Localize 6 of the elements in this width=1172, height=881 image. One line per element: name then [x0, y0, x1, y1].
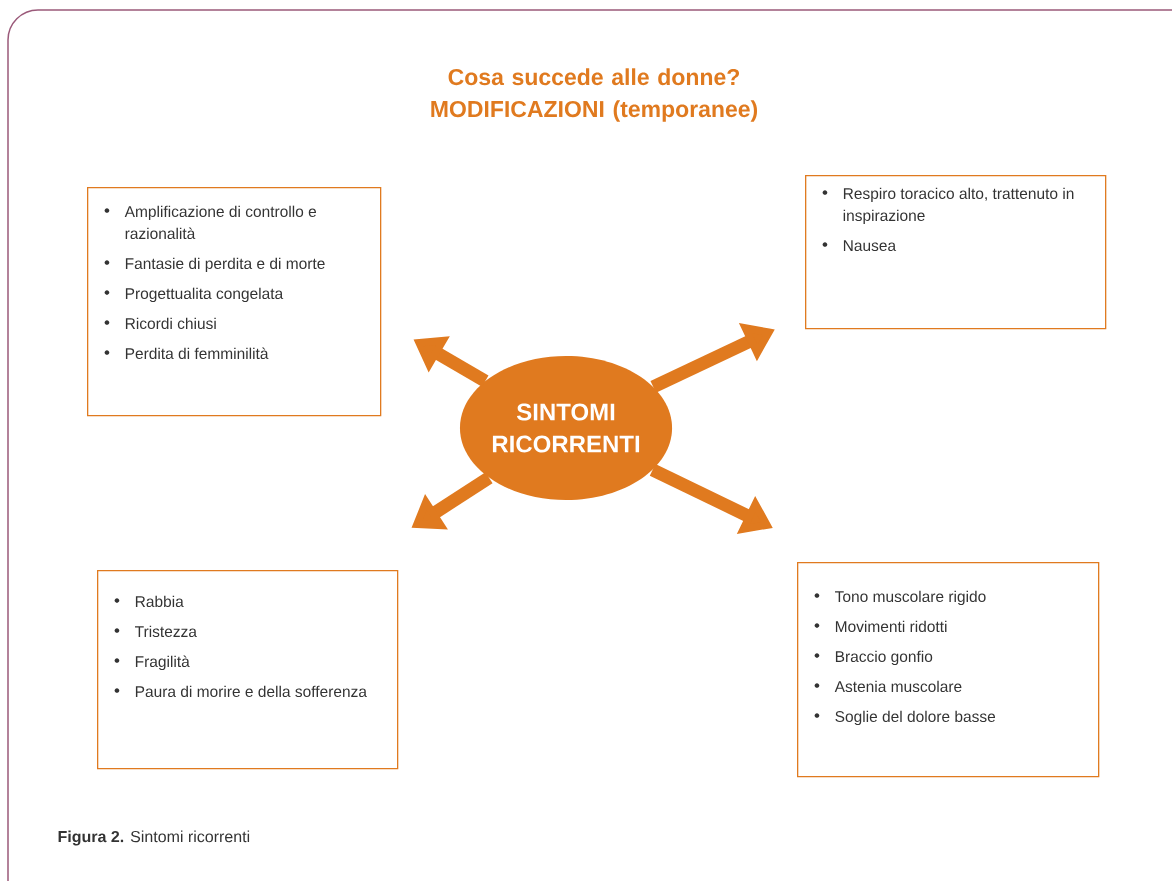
caption: Figura 2. Sintomi ricorrenti — [58, 830, 250, 846]
title: Cosa succede alle donne? MODIFICAZIONI (temporanee) — [431, 68, 758, 122]
text-box: Rabbia Tristezza Fragilità Paura di morire e della sofferenza — [97, 570, 399, 770]
text-box: Respiro toracico alto, trattenuto in inspirazione Nausea — [805, 175, 1107, 330]
text-box: Amplificazione di controllo e razionalità Fantasie di perdita e di morte Progettualita congelata Ricordi chiusi Perdita di femminilità — [87, 187, 382, 417]
text-box: Tono muscolare rigido Movimenti ridotti Braccio gonfio Astenia muscolare Soglie del dolore basse — [797, 562, 1100, 778]
